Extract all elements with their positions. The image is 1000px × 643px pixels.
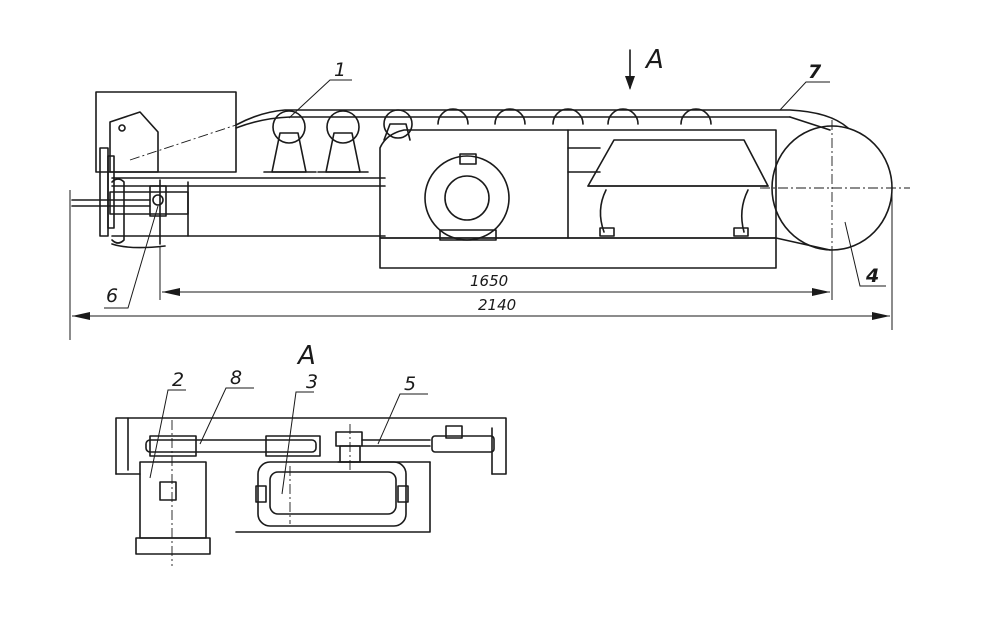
frame-top-edge: [111, 177, 386, 187]
v-belt: [145, 439, 317, 453]
driven-pulley: [265, 435, 321, 457]
frame-bottom-edge: [111, 235, 386, 249]
sprocket-hub: [431, 435, 495, 453]
mount-bracket: [109, 111, 159, 173]
base-platform: [379, 237, 777, 269]
view-arrow: A: [625, 45, 664, 90]
right-frame-rails: [567, 147, 601, 173]
motor-terminal: [459, 153, 477, 165]
belt-top-inner: [235, 116, 791, 129]
dimension-overall-label: 2140: [478, 296, 516, 314]
callout-7: 7: [808, 61, 822, 83]
motor-drum-outer: [424, 155, 510, 241]
hanger-right: [740, 189, 749, 233]
section-cover: [115, 417, 507, 475]
hanger-foot-left: [599, 227, 615, 237]
section-right-box: [235, 427, 493, 533]
callout-5: 5: [404, 373, 416, 395]
callout-8: 8: [230, 367, 242, 389]
callout-leaders-section: [149, 387, 428, 495]
view-label-section: A: [296, 341, 316, 371]
side-view: [69, 91, 910, 340]
dimension-1650: 1650: [162, 272, 830, 296]
gearbox-inner: [269, 471, 397, 515]
idler-rollers: [272, 108, 712, 144]
view-label-top: A: [644, 45, 664, 75]
tail-bearing-housing: [109, 191, 189, 215]
belt-top: [235, 109, 849, 129]
gearbox-shaft-right: [397, 485, 409, 503]
belt-hidden-line: [129, 124, 237, 161]
dimension-inner-label: 1650: [470, 272, 508, 290]
sprocket-key: [445, 425, 463, 439]
motor-foot: [135, 537, 211, 555]
motor-base: [439, 229, 497, 241]
callout-leaders-main: [104, 79, 886, 309]
callout-3: 3: [306, 371, 318, 393]
dimension-2140: 2140: [72, 296, 890, 320]
output-shaft: [361, 439, 431, 447]
roller-stands: [263, 123, 411, 173]
head-belt-top: [789, 116, 831, 131]
motor-drum-inner: [444, 175, 490, 221]
tail-shaft: [71, 199, 151, 207]
gearbox-housing: [379, 129, 569, 239]
callout-6: 6: [106, 285, 118, 307]
tail-bearing: [149, 185, 167, 217]
left-flange: [99, 147, 109, 237]
bracket-bolt: [118, 124, 126, 132]
right-frame: [567, 129, 777, 239]
head-belt-bottom: [775, 237, 831, 251]
tent-cover: [587, 139, 769, 187]
section-view-a: [115, 417, 507, 566]
hanger-left: [599, 189, 607, 233]
gearbox-outer: [257, 461, 407, 527]
tail-curve: [111, 178, 125, 244]
hopper-box: [95, 91, 237, 173]
callout-2: 2: [172, 369, 184, 391]
callout-4: 4: [865, 265, 879, 287]
hanger-foot-right: [733, 227, 749, 237]
callout-1: 1: [334, 59, 346, 81]
motor-terminal-box: [159, 481, 177, 501]
gearbox-shaft-left: [255, 485, 267, 503]
coupling-upper: [335, 431, 363, 447]
tail-pulley-center: [152, 194, 164, 206]
motor-pulley: [149, 435, 197, 457]
